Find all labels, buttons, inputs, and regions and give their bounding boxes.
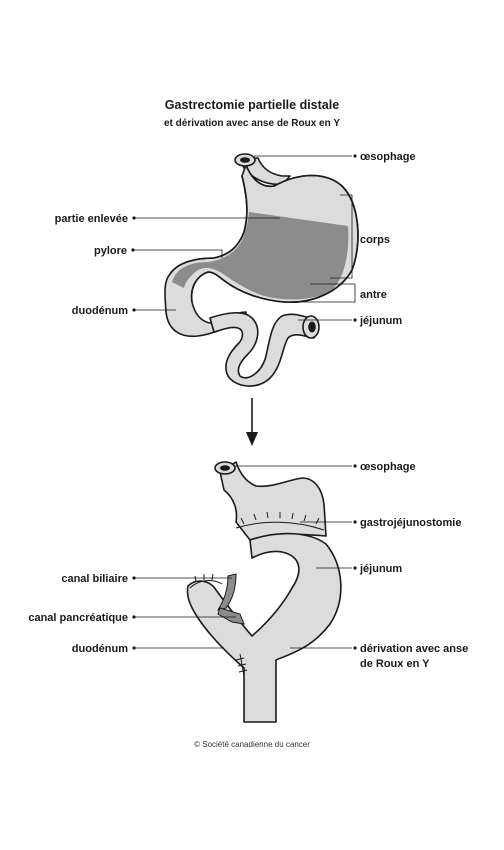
label-derivation-line1: dérivation avec anse: [360, 643, 468, 655]
copyright-credit: © Société canadienne du cancer: [194, 740, 310, 749]
label-oesophage-after: œsophage: [360, 461, 416, 473]
down-arrow-icon: [246, 398, 258, 446]
jejunum-lumen: [308, 321, 316, 333]
before-leaders: œsophage corps partie enlevée pylore ant…: [55, 151, 416, 327]
label-gastrojejunostomie: gastrojéjunostomie: [360, 517, 461, 529]
after-leaders: œsophage gastrojéjunostomie jéjunum cana…: [28, 461, 468, 670]
esophagus-lumen-before: [240, 157, 250, 163]
label-canal-pancreatique: canal pancréatique: [28, 612, 128, 624]
label-corps: corps: [360, 234, 390, 246]
stomach-before: [164, 153, 359, 387]
label-duodenum-after: duodénum: [72, 643, 128, 655]
label-oesophage-before: œsophage: [360, 151, 416, 163]
gastric-pouch: [219, 461, 327, 541]
label-pylore: pylore: [94, 245, 127, 257]
duodenal-stump-stitches: [189, 573, 223, 589]
label-duodenum-before: duodénum: [72, 305, 128, 317]
label-antre: antre: [360, 289, 387, 301]
stomach-outline-top: [169, 164, 359, 303]
label-partie-enlevee: partie enlevée: [55, 213, 128, 225]
pancreatic-duct: [217, 607, 245, 625]
diagram-subtitle: et dérivation avec anse de Roux en Y: [164, 118, 340, 129]
label-jejunum-before: jéjunum: [359, 315, 402, 327]
bile-duct: [216, 573, 237, 611]
label-jejunum-after: jéjunum: [359, 563, 402, 575]
gastrojejunostomy-stitches: [235, 511, 325, 531]
jejunojejunostomy-stitches: [235, 653, 248, 677]
label-canal-biliaire: canal biliaire: [61, 573, 128, 585]
esophagus-lumen-after: [220, 465, 230, 471]
label-derivation-line2: de Roux en Y: [360, 658, 430, 670]
stomach-after: [186, 461, 342, 723]
jejunum-after: [186, 532, 342, 723]
jejunum-before: [209, 311, 315, 387]
diagram-title: Gastrectomie partielle distale: [165, 98, 339, 112]
removed-part: [172, 212, 349, 300]
